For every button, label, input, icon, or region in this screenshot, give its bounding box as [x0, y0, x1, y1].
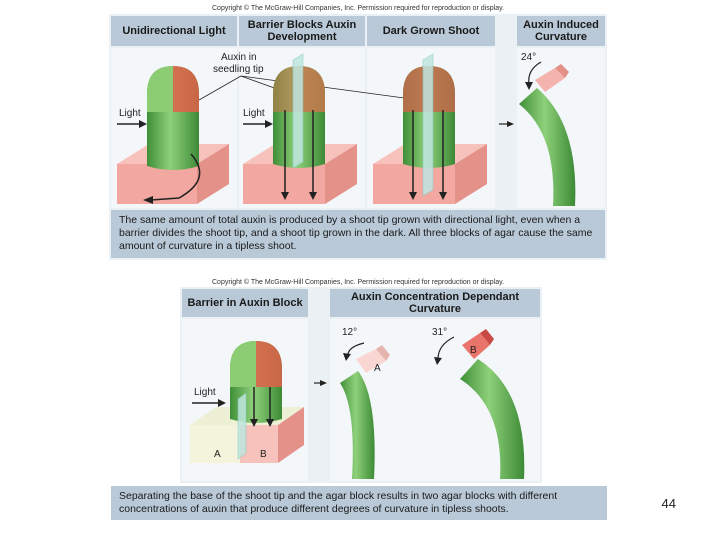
slide-number: 44 — [661, 496, 676, 511]
cap-a-label: A — [374, 363, 381, 374]
cap-b-label: B — [470, 345, 477, 356]
angle-arrowhead-top — [525, 82, 533, 90]
shoot-2 — [273, 66, 325, 168]
curved-shoot-top — [519, 64, 576, 206]
light-label-bottom: Light — [194, 387, 216, 398]
block-b-label: B — [260, 449, 267, 460]
light-arrowhead-bottom — [218, 399, 226, 407]
curved-shoot-a — [340, 345, 390, 479]
panel-arrowhead-top — [507, 121, 514, 127]
top-diagram-svg: Light Auxin in seedling tip Light — [117, 52, 576, 206]
angle-arrowhead-a — [343, 353, 351, 361]
top-caption: The same amount of total auxin is produc… — [111, 210, 605, 258]
angle-label-top: 24° — [521, 52, 536, 63]
auxin-tip-label-line2: seedling tip — [213, 64, 264, 75]
copyright-top: Copyright © The McGraw-Hill Companies, I… — [212, 5, 505, 12]
bottom-caption: Separating the base of the shoot tip and… — [111, 486, 607, 520]
top-figure: Unidirectional Light Barrier Blocks Auxi… — [109, 14, 607, 260]
copyright-bottom: Copyright © The McGraw-Hill Companies, I… — [212, 279, 505, 286]
curved-shoot-b — [460, 329, 525, 479]
light-arrowhead-2 — [265, 120, 273, 128]
bottom-figure-panels: Barrier in Auxin Block Auxin Concentrati… — [180, 287, 542, 483]
agar-block-1 — [117, 144, 229, 204]
panel-title-barrier-blocks: Barrier Blocks Auxin Development — [239, 16, 365, 46]
light-label-2: Light — [243, 108, 265, 119]
angle-arc-b — [437, 336, 455, 360]
panel-arrowhead-bottom — [320, 380, 327, 386]
down-arrowhead-bb — [266, 419, 274, 427]
down-arrowhead-3b — [439, 192, 447, 200]
panel-title-concentration-curvature: Auxin Concentration Dependant Curvature — [330, 289, 540, 317]
arrowhead-1 — [143, 196, 153, 204]
angle-arc-top — [528, 61, 542, 85]
bottom-diagram-svg: A B Light A 12° — [190, 327, 525, 479]
auxin-flow-arrow-1 — [150, 153, 201, 201]
angle-arc-a — [347, 342, 365, 356]
light-arrowhead-1 — [139, 120, 147, 128]
auxin-pointer-3 — [240, 75, 420, 101]
barrier-bottom — [237, 392, 247, 460]
down-arrowhead-3a — [409, 192, 417, 200]
barrier-2 — [292, 53, 304, 169]
block-a-label: A — [214, 449, 221, 460]
panel-title-dark-grown: Dark Grown Shoot — [367, 16, 495, 46]
panel-title-unidirectional-light: Unidirectional Light — [111, 16, 237, 46]
down-arrowhead-ba — [250, 419, 258, 427]
down-arrowhead-2a — [281, 192, 289, 200]
barrier-3 — [422, 53, 434, 197]
light-label-1: Light — [119, 108, 141, 119]
auxin-tip-label-line1: Auxin in — [221, 52, 257, 63]
auxin-pointer-1 — [198, 75, 242, 101]
angle-b-label: 31° — [432, 327, 447, 338]
down-arrowhead-2b — [309, 192, 317, 200]
panel-title-barrier-auxin-block: Barrier in Auxin Block — [182, 289, 308, 317]
panel-title-auxin-curvature: Auxin Induced Curvature — [517, 16, 605, 46]
angle-arrowhead-b — [434, 357, 442, 365]
shoot-1 — [147, 66, 199, 170]
angle-a-label: 12° — [342, 327, 357, 338]
